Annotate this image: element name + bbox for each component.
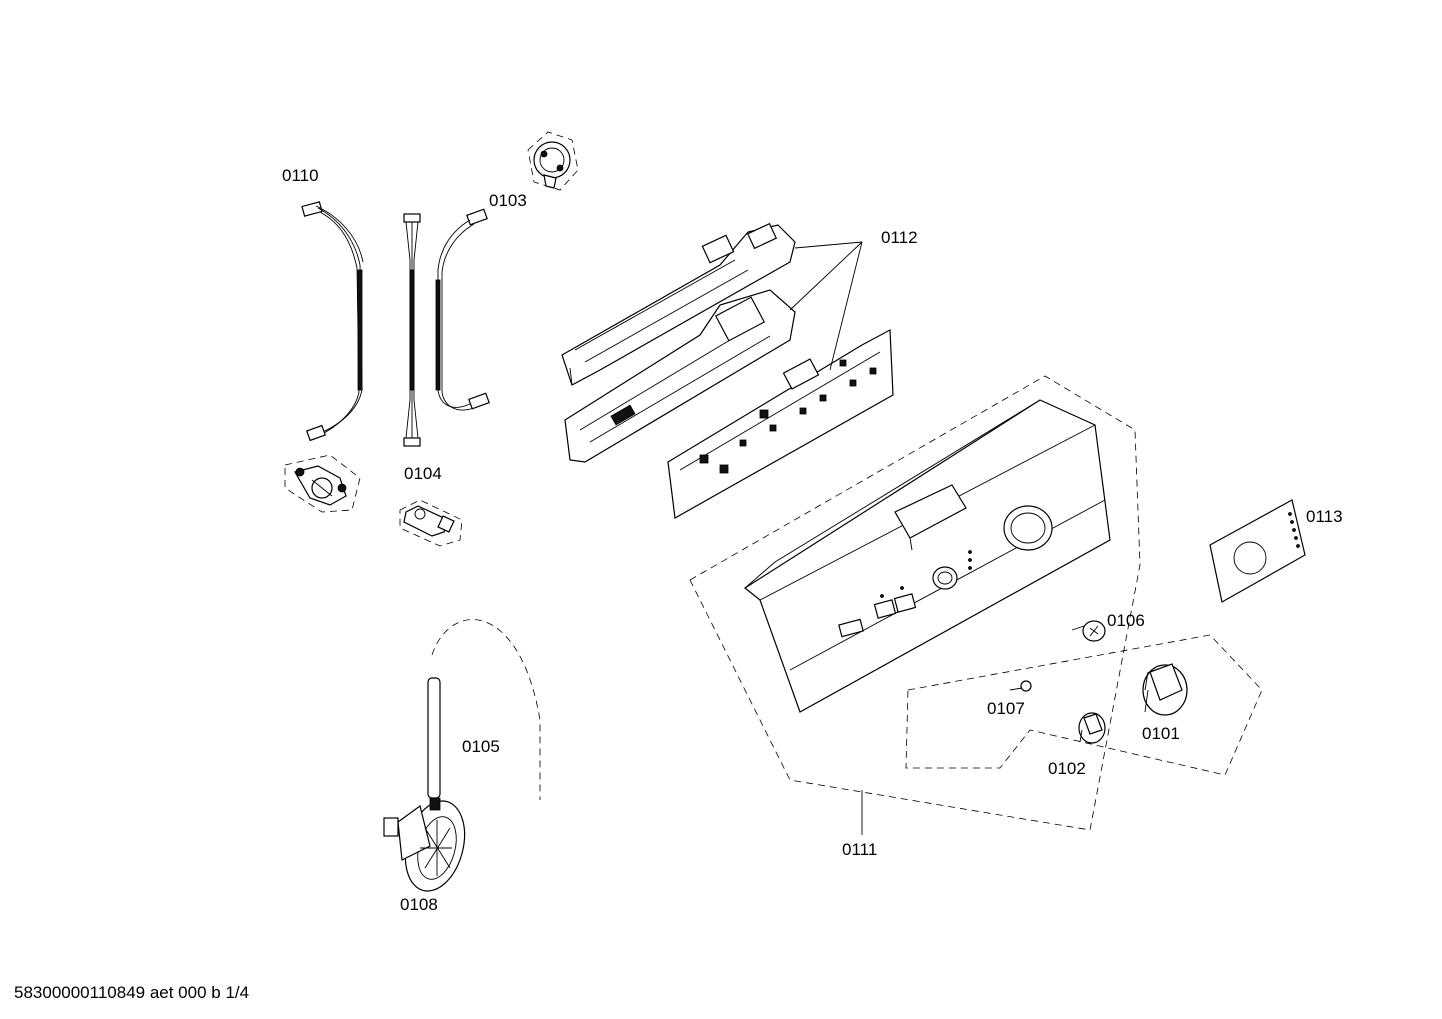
label-0112: 0112 <box>881 228 918 247</box>
part-harness-right[interactable] <box>435 208 490 411</box>
label-0102: 0102 <box>1048 759 1086 778</box>
group-outline-0111 <box>689 375 1141 831</box>
group-outline-knobs <box>905 634 1263 776</box>
leader-0112-c <box>829 241 863 371</box>
part-0112-circuit-board[interactable] <box>667 329 894 519</box>
part-0105-hose[interactable] <box>427 619 541 800</box>
label-0113: 0113 <box>1306 507 1343 526</box>
label-0111: 0111 <box>842 840 877 859</box>
part-0108-pump[interactable] <box>383 794 474 897</box>
part-0107-pin[interactable] <box>1009 680 1032 692</box>
part-0113-label[interactable] <box>1209 499 1306 603</box>
part-0102-knob-small[interactable] <box>1078 712 1106 744</box>
label-0101: 0101 <box>1142 724 1180 743</box>
part-0110-wiring-harness[interactable] <box>301 201 364 442</box>
label-0105: 0105 <box>462 737 500 756</box>
part-0111-control-panel[interactable] <box>743 399 1111 713</box>
label-0104: 0104 <box>404 464 442 483</box>
leader-0112-b <box>789 241 863 311</box>
label-0107: 0107 <box>987 699 1025 718</box>
part-0112-lower-housing[interactable] <box>564 289 796 463</box>
part-0104-sensor[interactable] <box>399 499 463 547</box>
part-0104-wiring-harness[interactable] <box>403 213 421 447</box>
label-0106: 0106 <box>1107 611 1145 630</box>
part-0103-pressure-switch[interactable] <box>527 131 579 191</box>
label-0110: 0110 <box>282 166 319 185</box>
part-0106-potentiometer[interactable] <box>1071 620 1106 642</box>
label-0108: 0108 <box>400 895 438 914</box>
footer-document-id: 58300000110849 aet 000 b 1/4 <box>14 983 249 1002</box>
leader-0112-a <box>794 241 863 249</box>
label-0103: 0103 <box>489 191 527 210</box>
part-0112-upper-housing[interactable] <box>561 222 796 386</box>
part-0101-knob-large[interactable] <box>1142 663 1188 716</box>
part-0110-sensor[interactable] <box>284 454 361 513</box>
